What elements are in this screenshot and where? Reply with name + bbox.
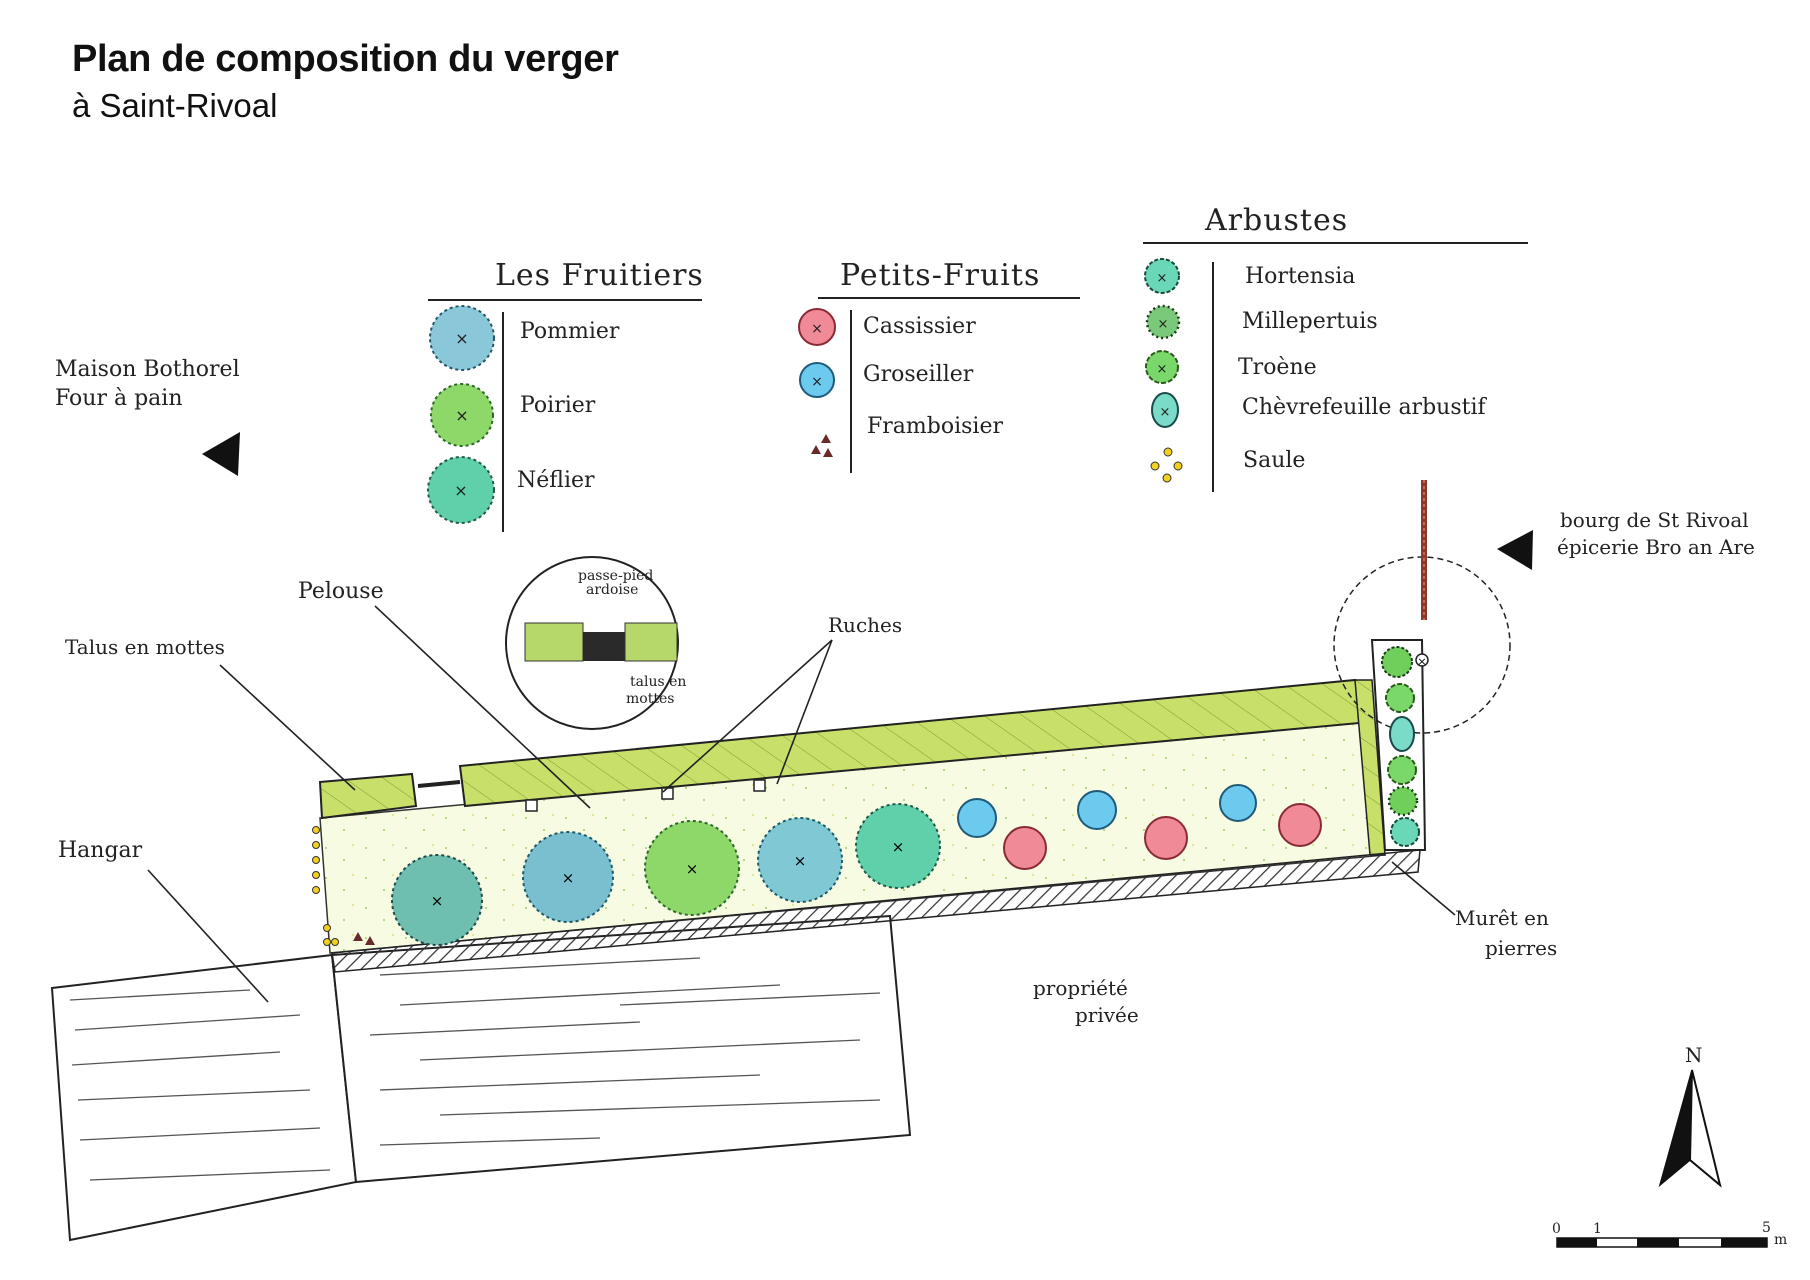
svg-text:×: × — [455, 329, 468, 348]
legend-hortensia-label: Hortensia — [1245, 264, 1355, 289]
small-fruit-shrubs — [957, 784, 1322, 870]
svg-text:propriété: propriété — [1033, 976, 1128, 1000]
poirier-symbol: × — [430, 383, 494, 447]
svg-text:×: × — [1417, 655, 1426, 668]
hortensia-symbol: × — [1144, 258, 1180, 294]
ruches-label: Ruches — [828, 613, 902, 637]
maison-bothorel-label: Maison Bothorel Four à pain — [55, 357, 240, 411]
legend-troene-label: Troène — [1238, 355, 1317, 380]
north-arrow-icon: N — [1658, 1043, 1722, 1188]
svg-text:N: N — [1685, 1043, 1703, 1067]
legend-chevrefeuille-label: Chèvrefeuille arbustif — [1242, 395, 1487, 420]
svg-text:Murêt en: Murêt en — [1455, 906, 1549, 930]
svg-text:passe-pied: passe-pied — [578, 568, 653, 584]
talus-segment-left — [318, 772, 418, 820]
orchard-plot: × × × × × × — [312, 480, 1511, 973]
talus-label: Talus en mottes — [65, 635, 225, 659]
chevrefeuille-symbol: × — [1151, 392, 1179, 428]
pommier-symbol: × — [429, 305, 495, 371]
svg-text:1: 1 — [1593, 1221, 1602, 1237]
saule-symbol — [1150, 447, 1183, 483]
fruit-trees: × × × × × — [391, 803, 941, 946]
legend-poirier-label: Poirier — [520, 393, 596, 418]
page-title: Plan de composition du verger — [72, 38, 619, 80]
svg-text:bourg de St Rivoal: bourg de St Rivoal — [1560, 508, 1749, 532]
legend-saule-label: Saule — [1243, 448, 1305, 473]
ruches — [525, 779, 766, 812]
hangar — [50, 914, 912, 1242]
legend-fruitiers-heading: Les Fruitiers — [495, 258, 704, 293]
neflier-symbol: × — [427, 456, 495, 524]
propriete-privee-label: propriété privée — [1033, 976, 1139, 1027]
svg-text:0: 0 — [1552, 1221, 1561, 1237]
east-arrow-icon — [1497, 530, 1533, 570]
svg-text:×: × — [794, 852, 807, 870]
svg-text:5: 5 — [1762, 1220, 1771, 1236]
svg-text:×: × — [892, 838, 905, 856]
legend-pommier-label: Pommier — [520, 319, 620, 344]
saule-column — [312, 826, 339, 946]
scale-bar: 0 1 5 m — [1552, 1220, 1787, 1248]
svg-text:×: × — [811, 374, 823, 390]
millepertuis-symbol: × — [1145, 304, 1181, 340]
svg-text:Maison Bothorel: Maison Bothorel — [55, 357, 240, 382]
svg-text:pierres: pierres — [1485, 936, 1557, 960]
cassissier-symbol: × — [798, 308, 836, 346]
east-hedge-shrubs — [1381, 646, 1420, 847]
svg-text:ardoise: ardoise — [586, 582, 638, 598]
hangar-label: Hangar — [58, 838, 143, 863]
svg-text:×: × — [431, 892, 444, 910]
legend-petits-fruits: Petits-Fruits × Cassissier × Groseiller … — [798, 258, 1080, 473]
legend-fruitiers: Les Fruitiers × Pommier × Poirier × Néfl… — [427, 258, 704, 532]
title-block: Plan de composition du verger à Saint-Ri… — [72, 38, 619, 125]
svg-text:Four à pain: Four à pain — [55, 386, 183, 411]
framboisier-marks — [353, 932, 375, 945]
muret-label: Murêt en pierres — [1455, 906, 1557, 960]
bourg-label: bourg de St Rivoal épicerie Bro an Are — [1557, 508, 1755, 559]
legend-arbustes-heading: Arbustes — [1204, 203, 1348, 238]
legend-petits-fruits-heading: Petits-Fruits — [840, 258, 1040, 293]
page-subtitle: à Saint-Rivoal — [72, 87, 278, 124]
framboisier-symbol — [811, 434, 833, 457]
svg-text:épicerie Bro an Are: épicerie Bro an Are — [1557, 535, 1755, 559]
svg-text:privée: privée — [1075, 1003, 1139, 1027]
legend-cassissier-label: Cassissier — [863, 314, 976, 339]
svg-text:×: × — [1157, 362, 1168, 377]
svg-text:×: × — [455, 406, 468, 425]
troene-symbol: × — [1145, 350, 1179, 384]
svg-text:×: × — [454, 481, 467, 500]
muret-pierres — [331, 849, 1421, 973]
legend-millepertuis-label: Millepertuis — [1242, 309, 1378, 334]
svg-text:×: × — [562, 869, 575, 887]
svg-text:×: × — [1158, 317, 1169, 332]
legend-arbustes: Arbustes × Hortensia × Millepertuis × Tr… — [1143, 203, 1528, 492]
legend-neflier-label: Néflier — [517, 468, 595, 493]
svg-text:×: × — [811, 321, 823, 337]
svg-text:×: × — [1157, 271, 1168, 286]
pelouse-label: Pelouse — [298, 579, 384, 604]
svg-text:×: × — [1160, 405, 1171, 420]
svg-text:mottes: mottes — [626, 691, 674, 707]
legend-groseiller-label: Groseiller — [863, 362, 974, 387]
passe-pied-detail: passe-pied ardoise talus en mottes — [505, 556, 686, 730]
west-arrow-icon — [202, 432, 240, 476]
svg-text:m: m — [1774, 1232, 1787, 1248]
svg-text:talus en: talus en — [630, 674, 686, 690]
svg-text:×: × — [686, 860, 699, 878]
legend-framboisier-label: Framboisier — [867, 414, 1003, 439]
groseiller-symbol: × — [799, 362, 835, 398]
